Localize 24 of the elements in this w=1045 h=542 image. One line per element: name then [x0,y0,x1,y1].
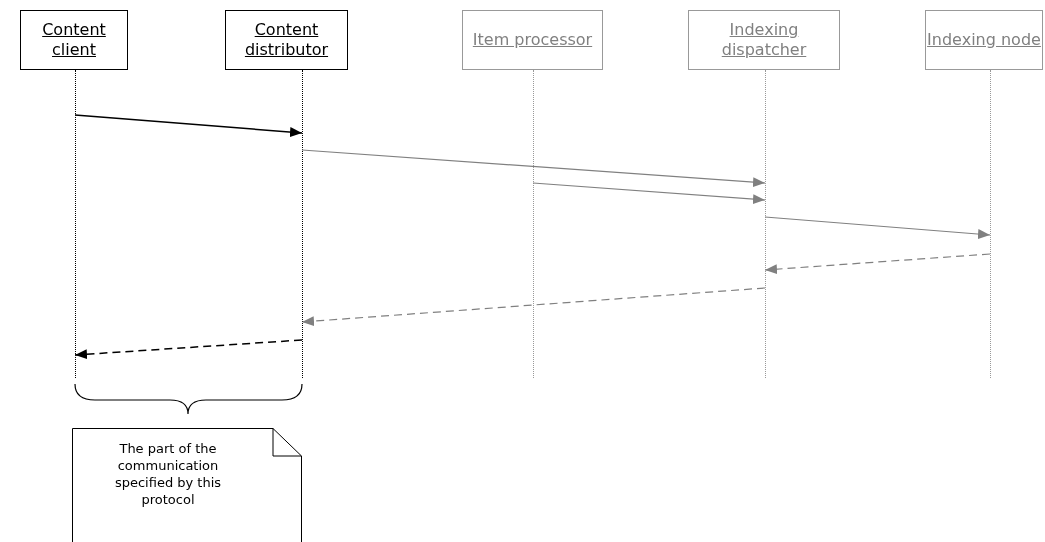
lifeline [530,70,537,378]
participant-box [688,10,840,70]
note-box [72,428,302,542]
message-arrow [74,339,303,360]
lifeline [762,70,769,378]
lifeline [987,70,994,378]
message-arrow [764,216,991,240]
participant-box [20,10,128,70]
participant-name: Indexing dispatcher [720,20,808,60]
participant-name: Content distributor [243,20,330,60]
message-arrow [532,182,766,205]
message-arrow [74,114,303,138]
participant-name: Content client [41,20,107,60]
participant-name: Indexing node [927,30,1041,50]
message-arrow [301,287,766,327]
message-arrow [301,149,766,188]
lifeline [72,70,79,378]
participant-name: Item processor [472,30,593,50]
lifeline [299,70,306,378]
participant-box [462,10,603,70]
message-arrow [764,253,991,275]
participant-box [925,10,1043,70]
note-text: The part of the communication specified by this protocol [113,440,223,508]
participant-box [225,10,348,70]
